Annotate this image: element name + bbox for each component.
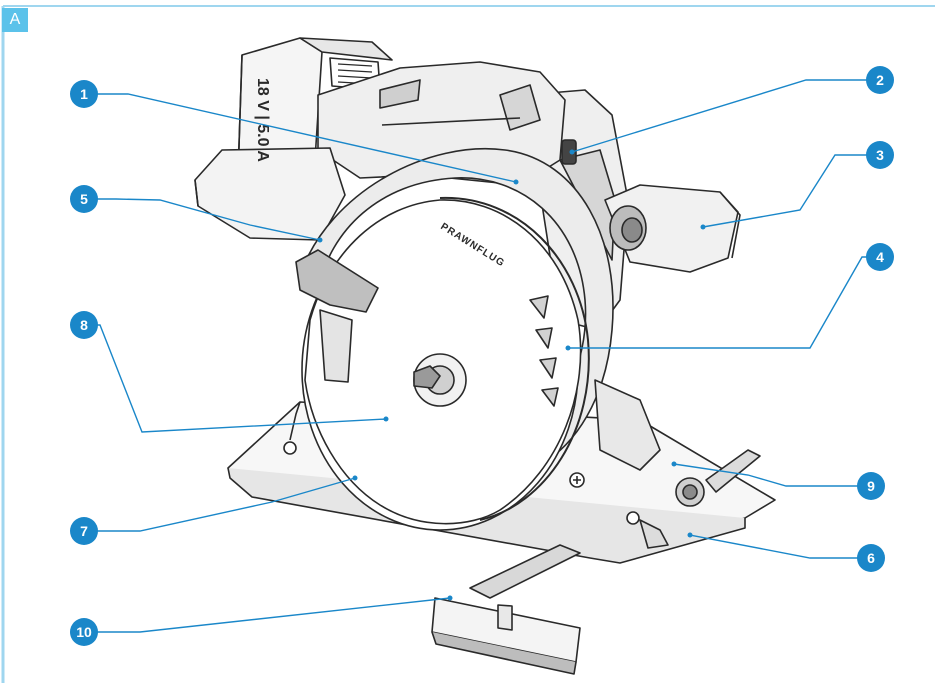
callout-number: 10 — [76, 624, 92, 640]
callout-8: 8 — [70, 311, 98, 339]
dust-extraction-port — [194, 147, 346, 241]
figure-label-tag: A — [2, 8, 28, 32]
callout-5: 5 — [70, 185, 98, 213]
battery-label: 18 V | 5.0 A — [254, 78, 271, 162]
callout-number: 7 — [80, 523, 88, 539]
callout-10: 10 — [70, 618, 98, 646]
leader-end-dots — [317, 149, 706, 601]
rip-fence — [431, 544, 581, 675]
callout-number: 2 — [876, 72, 884, 88]
callout-6: 6 — [857, 544, 885, 572]
callout-3: 3 — [866, 141, 894, 169]
callout-2: 2 — [866, 66, 894, 94]
auxiliary-handle — [604, 184, 741, 273]
leader-line-10 — [84, 597, 451, 633]
leader-line-2 — [571, 79, 880, 153]
guard-vents — [529, 295, 559, 407]
leader-line-7 — [84, 477, 356, 532]
lower-guard-lever — [295, 249, 379, 383]
callout-1: 1 — [70, 80, 98, 108]
leader-line-3 — [702, 154, 880, 228]
callout-number: 6 — [867, 550, 875, 566]
callout-number: 8 — [80, 317, 88, 333]
circular-saw-illustration — [194, 37, 776, 675]
callout-4: 4 — [866, 243, 894, 271]
arbor-bolt — [413, 353, 467, 407]
callout-number: 3 — [876, 147, 884, 163]
leader-line-5 — [84, 198, 321, 241]
callout-number: 1 — [80, 86, 88, 102]
callout-number: 5 — [80, 191, 88, 207]
leader-line-9 — [673, 463, 871, 487]
depth-adjustment — [569, 379, 761, 507]
leader-line-1 — [84, 93, 517, 183]
callout-number: 9 — [867, 478, 875, 494]
callout-7: 7 — [70, 517, 98, 545]
leader-line-6 — [689, 534, 871, 559]
leader-lines — [84, 79, 880, 633]
callout-9: 9 — [857, 472, 885, 500]
callout-number: 4 — [876, 249, 884, 265]
